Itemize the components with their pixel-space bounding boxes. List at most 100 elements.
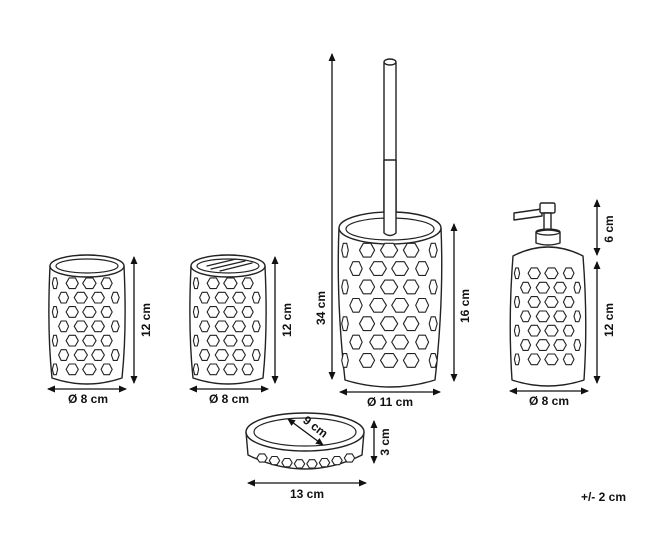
hex-cell — [513, 296, 521, 308]
toothbrush-holder — [189, 254, 267, 385]
hex-cell — [535, 281, 551, 294]
hex-cell — [513, 353, 521, 366]
hex-cell — [192, 306, 200, 318]
hex-cell — [223, 306, 238, 318]
toilet-brush-total-height-dimension: 34 cm — [314, 53, 336, 380]
hex-cell — [281, 457, 293, 468]
hex-cell — [343, 453, 356, 463]
hex-cell — [349, 297, 363, 313]
hex-cell — [214, 320, 229, 333]
hex-cell — [73, 349, 88, 361]
hex-cell — [251, 320, 261, 333]
hex-cell — [51, 334, 59, 347]
hex-cell — [331, 455, 343, 466]
hex-cell — [268, 455, 281, 466]
hex-pattern — [341, 242, 438, 368]
hex-cell — [341, 316, 349, 332]
hex-cell — [82, 306, 97, 318]
hex-cell — [341, 353, 349, 368]
soap-dispenser — [509, 202, 587, 387]
toilet-brush-width-dimension: Ø 11 cm — [339, 388, 441, 409]
hex-cell — [573, 310, 582, 323]
hex-cell — [544, 324, 559, 337]
hex-cell — [199, 349, 211, 361]
hex-cell — [51, 363, 59, 376]
hex-cell — [223, 277, 238, 290]
hex-cell — [192, 277, 200, 290]
hex-cell — [223, 363, 238, 376]
hex-cell — [527, 353, 541, 366]
hex-cell — [232, 320, 246, 333]
dish-hex-row — [256, 453, 356, 469]
hex-cell — [428, 279, 438, 295]
hex-cell — [65, 334, 79, 347]
toilet-brush-height-label: 16 cm — [458, 289, 472, 323]
hex-cell — [100, 277, 113, 290]
hex-cell — [544, 267, 559, 280]
toilet-brush-width-label: Ø 11 cm — [367, 395, 413, 409]
hex-cell — [232, 349, 246, 361]
hex-cell — [513, 267, 521, 280]
hex-cell — [391, 261, 410, 276]
hex-cell — [573, 281, 582, 294]
hex-cell — [553, 339, 567, 351]
hex-cell — [58, 320, 70, 333]
hex-cell — [91, 349, 105, 361]
hex-cell — [428, 242, 438, 258]
hex-cell — [65, 363, 79, 376]
hex-cell — [391, 297, 410, 313]
tolerance-note: +/- 2 cm — [581, 490, 626, 504]
hex-cell — [369, 334, 387, 350]
hex-cell — [82, 363, 97, 376]
hex-cell — [520, 310, 532, 323]
hex-cell — [51, 306, 59, 318]
hex-cell — [349, 261, 363, 276]
soap-dispenser-width-label: Ø 8 cm — [529, 394, 569, 408]
hex-cell — [379, 279, 399, 295]
hex-cell — [562, 267, 575, 280]
hex-cell — [306, 459, 318, 469]
hex-cell — [358, 242, 376, 258]
hex-cell — [428, 353, 438, 368]
hex-cell — [369, 261, 387, 276]
hex-cell — [535, 310, 551, 323]
toothbrush-holder-height-dimension: 12 cm — [271, 256, 294, 384]
soap-dispenser-height-dimension: 12 cm — [593, 261, 616, 384]
hex-cell — [402, 279, 420, 295]
hex-cell — [256, 453, 268, 463]
hex-cell — [402, 353, 420, 368]
hex-cell — [428, 316, 438, 332]
hex-cell — [100, 306, 113, 318]
hex-pattern — [51, 277, 120, 376]
hex-cell — [520, 339, 532, 351]
hex-cell — [358, 279, 376, 295]
hex-cell — [527, 296, 541, 308]
hex-cell — [520, 281, 532, 294]
soap-dish-height-label: 3 cm — [378, 428, 392, 455]
hex-cell — [544, 353, 559, 366]
hex-cell — [251, 349, 261, 361]
tumbler-width-label: Ø 8 cm — [68, 392, 108, 406]
hex-cell — [349, 334, 363, 350]
hex-cell — [341, 279, 349, 295]
hex-cell — [562, 353, 575, 366]
hex-cell — [51, 277, 59, 290]
hex-cell — [241, 306, 254, 318]
hex-cell — [527, 324, 541, 337]
hex-cell — [379, 316, 399, 332]
toothbrush-holder-width-dimension: Ø 8 cm — [189, 385, 269, 406]
hex-cell — [73, 320, 88, 333]
hex-cell — [553, 310, 567, 323]
tumbler — [48, 254, 126, 385]
hex-cell — [58, 291, 70, 304]
soap-dispenser-pump-height-label: 6 cm — [602, 215, 616, 242]
tumbler-width-dimension: Ø 8 cm — [47, 385, 127, 406]
hex-cell — [415, 297, 430, 313]
hex-cell — [192, 363, 200, 376]
hex-cell — [358, 353, 376, 368]
soap-dispenser-width-dimension: Ø 8 cm — [509, 387, 589, 408]
hex-cell — [110, 291, 120, 304]
toilet-brush-height-dimension: 16 cm — [450, 223, 472, 382]
hex-cell — [402, 242, 420, 258]
